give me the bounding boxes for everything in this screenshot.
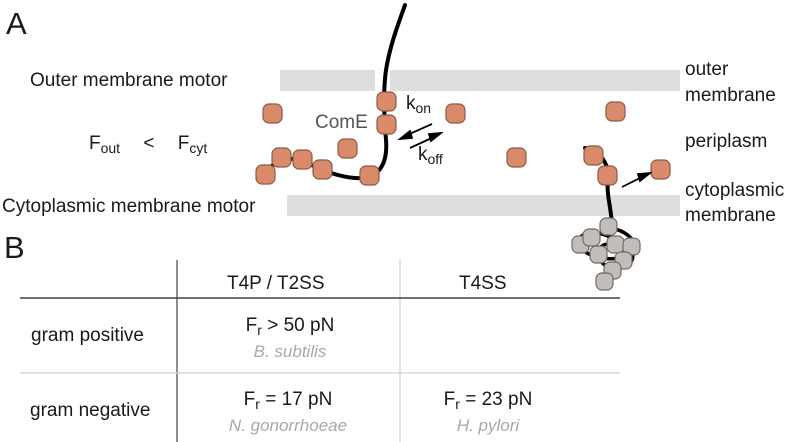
outer-membrane-label-2: membrane: [685, 85, 776, 106]
protein: [359, 165, 380, 186]
cytoplasmic-membrane: [287, 195, 680, 216]
protein: [255, 164, 276, 185]
organism-label: H. pylori: [456, 416, 520, 435]
protein: [376, 114, 397, 135]
protein: [337, 138, 358, 159]
row-label-gram-positive: gram positive: [31, 325, 144, 346]
protein: [262, 103, 283, 124]
come-proteins: [255, 91, 671, 186]
less-than: <: [143, 133, 155, 154]
cyto-membrane-label-1: cytoplasmic: [685, 180, 785, 201]
protein: [312, 159, 333, 180]
gray-proteins: [571, 217, 641, 291]
force-out: F: [89, 133, 101, 154]
protein: [376, 91, 397, 112]
row-label-gram-negative: gram negative: [30, 400, 151, 421]
protein: [650, 159, 671, 180]
force-cyt: F: [177, 133, 190, 154]
protein: [292, 149, 313, 170]
periplasm-label: periplasm: [685, 131, 768, 152]
protein: [597, 165, 618, 186]
panel-label-a: A: [6, 6, 27, 41]
outer-motor-label: Outer membrane motor: [30, 70, 228, 91]
protein: [271, 147, 292, 168]
outer-membrane-right: [390, 70, 680, 91]
protein: [445, 103, 466, 124]
protein: [506, 147, 527, 168]
outer-membrane-left: [280, 70, 375, 91]
organism-label: N. gonorrhoeae: [228, 416, 348, 435]
rate-arrows: [397, 123, 444, 149]
header-t4ss: T4SS: [459, 273, 507, 294]
cell-gram-negative-t4p: Fr = 17 pN N. gonorrhoeae: [198, 390, 378, 434]
release-arrow: [621, 171, 653, 188]
table-lines: [20, 260, 620, 442]
cell-gram-negative-t4ss: Fr = 23 pN H. pylori: [398, 390, 578, 434]
k-on-label: kon: [406, 93, 432, 116]
come-label: ComE: [315, 112, 368, 133]
organism-label: B. subtilis: [253, 342, 327, 361]
force-relation: Fout < Fcyt: [89, 133, 208, 156]
panel-label-b: B: [4, 230, 25, 265]
cell-gram-positive-t4p: Fr > 50 pN B. subtilis: [200, 316, 380, 360]
cyto-membrane-label-2: membrane: [685, 205, 776, 226]
k-off-label: koff: [418, 144, 443, 167]
header-t4p-t2ss: T4P / T2SS: [227, 273, 325, 294]
protein: [583, 145, 604, 166]
cyto-motor-label: Cytoplasmic membrane motor: [2, 196, 256, 217]
protein: [605, 101, 626, 122]
outer-membrane-label-1: outer: [685, 59, 729, 80]
